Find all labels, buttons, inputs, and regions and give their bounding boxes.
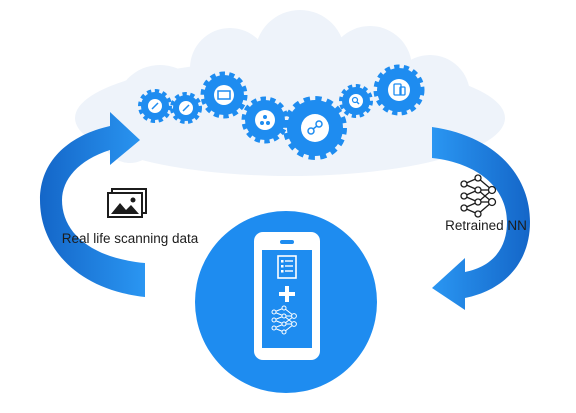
gear-icon <box>138 89 172 123</box>
gear-icon <box>241 96 289 144</box>
right-cycle-arrow-icon <box>432 127 530 310</box>
smartphone <box>195 211 377 393</box>
neural-network-icon <box>460 174 497 218</box>
left-cycle-arrow-icon <box>40 112 145 297</box>
gear-icon <box>373 64 425 116</box>
gear-icon <box>283 96 347 160</box>
photo-stack-icon <box>107 188 147 218</box>
gear-icon <box>200 71 248 119</box>
gear-cluster <box>138 64 425 160</box>
real-life-data-label: Real life scanning data <box>61 231 199 246</box>
neural-network-icon <box>271 305 297 335</box>
gear-icon <box>170 92 202 124</box>
retrained-nn-label: Retrained NN <box>445 218 527 233</box>
checklist-icon <box>277 255 297 279</box>
plus-icon <box>279 286 295 302</box>
gear-icon <box>339 84 373 118</box>
